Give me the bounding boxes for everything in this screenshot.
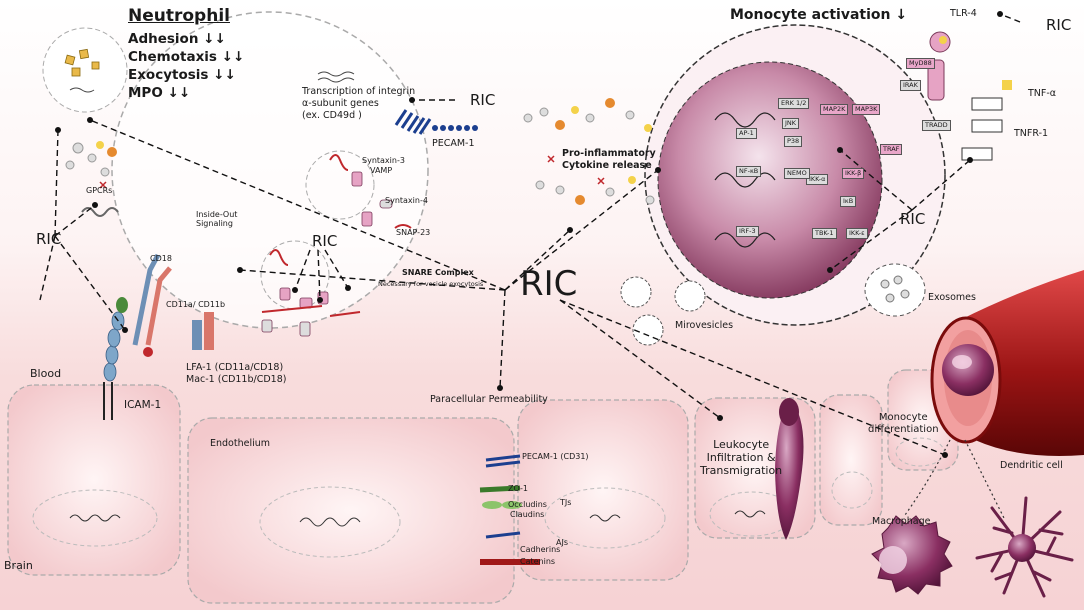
icam-label: ICAM-1 [124, 399, 162, 411]
cd18-label: CD18 [150, 254, 172, 263]
effect-mpo: MPO ↓↓ [128, 85, 191, 101]
monocyte-title: Monocyte activation ↓ [730, 7, 908, 23]
tjs-label: TJs [560, 498, 572, 507]
kinase-map2k: MAP2K [820, 104, 849, 115]
ric-label-monocyte: RIC [900, 210, 926, 228]
cytokine-label: Pro-inflammatory Cytokine release [562, 148, 656, 171]
kinase-ikk-epsilon: IKK-ε [846, 228, 868, 239]
endothelium-label: Endothelium [210, 438, 271, 449]
macrophage-cell [871, 515, 953, 595]
effect-exocytosis: Exocytosis ↓↓ [128, 67, 236, 83]
tlr4-receptor [927, 31, 951, 101]
ric-label-neutrophil-transcription: RIC [470, 91, 496, 109]
endothelial-cell-1 [7, 384, 181, 576]
brain-label: Brain [4, 559, 33, 572]
tlr4-label: TLR-4 [950, 8, 977, 19]
ric-label-snare: RIC [312, 232, 338, 250]
catenins-label: Catenins [520, 557, 556, 566]
kinase-tradd: TRADD [922, 120, 951, 131]
tnfa-label: TNF-α [1028, 88, 1057, 99]
transmigrating-leukocyte [775, 398, 804, 540]
kinase-ikk-alpha: IKK-α [806, 174, 829, 185]
blood-vessel [930, 270, 1084, 456]
kinase-p38: P38 [784, 136, 803, 147]
kinase-erk: ERK 1/2 [778, 98, 810, 109]
claudins-label: Claudins [510, 510, 545, 519]
cd11-label: CD11a/ CD11b [166, 300, 226, 309]
tnfr1-label: TNFR-1 [1014, 128, 1049, 139]
paracellular-label: Paracellular Permeability [430, 394, 548, 405]
ric-label-neutrophil: RIC [36, 230, 62, 248]
effect-adhesion: Adhesion ↓↓ [128, 31, 226, 47]
endothelial-cell-5 [819, 394, 883, 526]
transcription-label: Transcription of integrin α-subunit gene… [302, 86, 416, 121]
kinase-nemo: NEMO [784, 168, 810, 179]
ric-label-tlr4: RIC [1046, 16, 1072, 34]
monocyte-diff-label: Monocyte differentiation [868, 412, 939, 435]
kinase-nfkb: NF-κB [736, 166, 762, 177]
leukocyte-label: Leukocyte Infiltration & Transmigration [700, 438, 783, 477]
neutrophil-cell [111, 11, 429, 329]
integrin-shape [132, 253, 214, 357]
kinase-irf3: IRF-3 [736, 226, 759, 237]
ric-center-label: RIC [520, 264, 578, 304]
gpcrs-label: GPCRs [86, 186, 113, 195]
kinase-tbk1: TBK-1 [812, 228, 837, 239]
snare-label: SNARE Complex [402, 268, 474, 277]
syntaxin4-label: Syntaxin-4 [385, 196, 428, 205]
kinase-jnk: JNK [782, 118, 800, 129]
pecam-label: PECAM-1 [432, 138, 475, 149]
kinase-traf: TRAF [880, 144, 903, 155]
microvesicles-label: Mirovesicles [675, 320, 734, 331]
blood-label: Blood [30, 367, 62, 380]
lfa1-label: LFA-1 (CD11a/CD18) [186, 362, 284, 373]
mac1-label: Mac-1 (CD11b/CD18) [186, 374, 287, 385]
macrophage-label: Macrophage [872, 516, 931, 527]
kinase-ikb: IκB [840, 196, 857, 207]
kinase-map3k: MAP3K [852, 104, 881, 115]
zo1-label: ZO-1 [508, 484, 528, 493]
endothelial-layer [7, 369, 959, 604]
kinase-ap1: AP-1 [736, 128, 757, 139]
cadherins-label: Cadherins [520, 545, 561, 554]
inside-out-label: Inside-Out Signaling [196, 210, 238, 228]
kinase-myd88: MyD88 [906, 58, 935, 69]
ajs-label: AJs [556, 538, 568, 547]
endothelial-cell-2 [187, 417, 515, 604]
kinase-ikk-beta: IKK-β [842, 168, 865, 179]
dendritic-label: Dendritic cell [1000, 460, 1063, 471]
syntaxin3-label: Syntaxin-3 [362, 156, 405, 165]
effect-chemotaxis: Chemotaxis ↓↓ [128, 49, 245, 65]
occludins-label: Occludins [508, 500, 547, 509]
kinase-irak: IRAK [900, 80, 921, 91]
neutrophil-title: Neutrophil [128, 6, 230, 26]
snap23-label: SNAP-23 [396, 228, 431, 237]
pecam-cd31-label: PECAM-1 (CD31) [522, 452, 589, 461]
vamp-label: VAMP [370, 166, 393, 175]
exosomes-label: Exosomes [928, 292, 976, 303]
tnfr1-receptor [961, 80, 1012, 161]
snare-sub-label: Necessary for vesicle exocytosis [378, 280, 484, 288]
